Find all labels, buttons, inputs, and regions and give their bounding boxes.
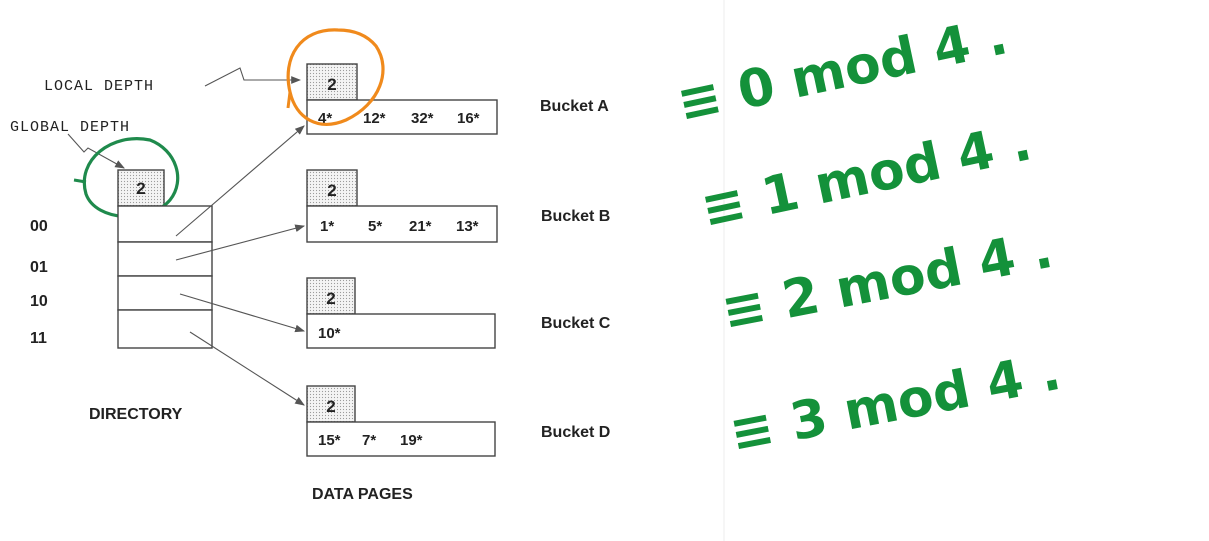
local-depth-circle — [286, 28, 385, 126]
bucket-entry: 5* — [368, 218, 382, 235]
bucket-entry: 16* — [457, 110, 480, 127]
bucket-entry: 7* — [362, 432, 376, 449]
directory-slot — [117, 275, 213, 311]
bucket-entry: 10* — [318, 325, 341, 342]
handwritten-annotation: ≡ 2 mod 4 . — [717, 220, 1058, 343]
directory-caption: DIRECTORY — [89, 406, 183, 423]
bucket-page — [306, 205, 498, 243]
bucket-entry: 1* — [320, 218, 334, 235]
bucket-entry: 13* — [456, 218, 479, 235]
local-depth-value: 2 — [326, 289, 335, 308]
local-depth-value: 2 — [327, 181, 336, 200]
local-depth-circle-tail — [286, 91, 292, 109]
pointer-arrow — [189, 331, 305, 406]
directory-entry-label: 10 — [30, 293, 48, 310]
global-depth-circle-tail — [73, 178, 87, 184]
local-depth-box — [306, 385, 356, 423]
directory-slot — [117, 205, 213, 243]
local-depth-value: 2 — [327, 75, 336, 94]
handwritten-annotation: ≡ 0 mod 4 . — [672, 6, 1012, 134]
bucket-page — [306, 313, 496, 349]
bucket-entry: 21* — [409, 218, 432, 235]
bucket-name: Bucket D — [541, 424, 610, 441]
local-depth-value: 2 — [326, 397, 335, 416]
local-depth-label: LOCAL DEPTH — [44, 78, 154, 95]
directory-slot — [117, 309, 213, 349]
pointer-arrow — [179, 293, 306, 333]
pointer-arrow — [175, 224, 306, 261]
local-depth-box — [306, 277, 356, 315]
global-depth-label: GLOBAL DEPTH — [10, 119, 130, 136]
local-depth-box — [306, 169, 358, 207]
directory — [117, 205, 213, 349]
directory-slot — [117, 241, 213, 277]
bucket-name: Bucket A — [540, 98, 609, 115]
global-depth-value: 2 — [136, 179, 145, 198]
bucket-name: Bucket B — [541, 208, 610, 225]
bucket-c: 2 10* Bucket C — [306, 277, 611, 349]
bucket-page — [306, 99, 498, 135]
bucket-entry: 32* — [411, 110, 434, 127]
bucket-b: 2 1* 5* 21* 13* Bucket B — [306, 169, 610, 243]
bucket-a: 2 4* 12* 32* 16* Bucket A — [306, 63, 609, 135]
handwritten-annotation: ≡ 3 mod 4 . — [725, 342, 1066, 465]
bucket-page — [306, 421, 496, 457]
directory-entry-label: 01 — [30, 259, 48, 276]
bucket-entry: 19* — [400, 432, 423, 449]
bucket-name: Bucket C — [541, 315, 611, 332]
pointer-arrow — [175, 125, 305, 237]
data-pages-caption: DATA PAGES — [312, 486, 413, 503]
directory-entry-label: 00 — [30, 218, 48, 235]
handwritten-annotation: ≡ 1 mod 4 . — [696, 112, 1036, 240]
bucket-d: 2 15* 7* 19* Bucket D — [306, 385, 610, 457]
local-depth-leader — [204, 67, 302, 87]
bucket-entry: 12* — [363, 110, 386, 127]
global-depth-leader — [67, 133, 125, 169]
directory-entry-label: 11 — [30, 330, 47, 347]
bucket-entry: 15* — [318, 432, 341, 449]
